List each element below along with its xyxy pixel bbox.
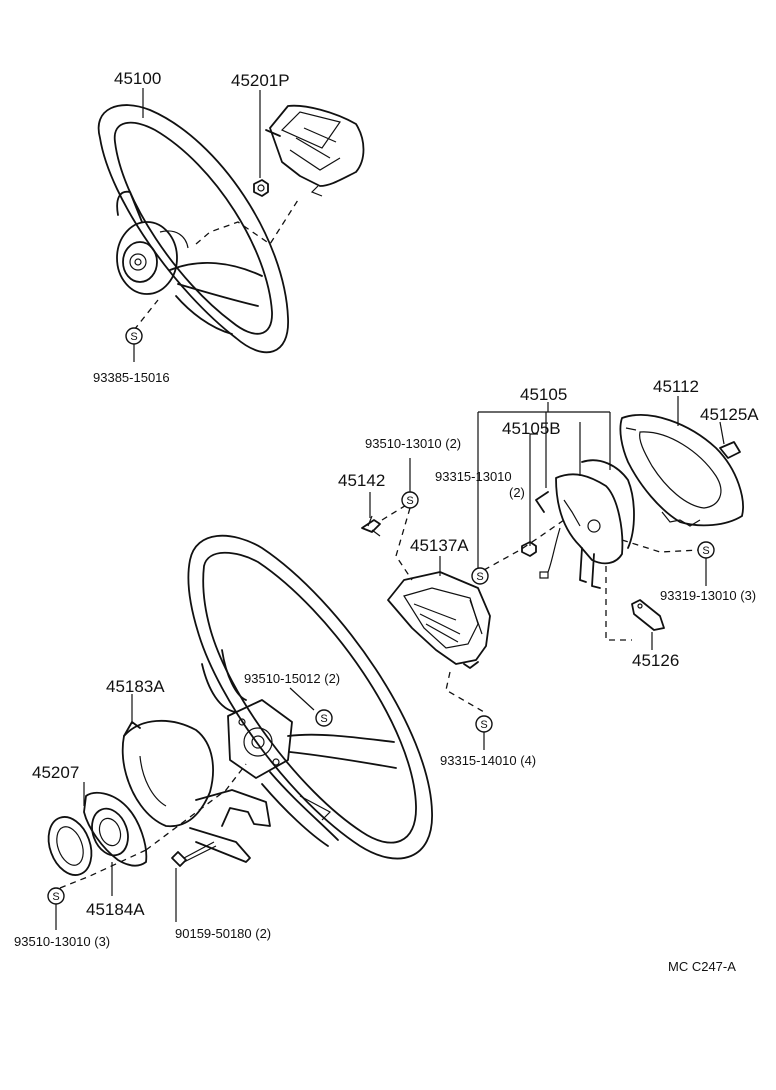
assembly-line	[395, 507, 413, 581]
nut-45105B	[521, 541, 537, 557]
standard-part-symbol: S	[47, 887, 65, 905]
label-45100: 45100	[114, 69, 161, 88]
assembly-line	[621, 539, 701, 553]
assembly-line	[59, 849, 147, 889]
figure-code: MC C247-A	[668, 959, 736, 974]
assembly-line	[195, 199, 299, 245]
label-93510-15012-2: 93510-15012 (2)	[244, 671, 340, 686]
label-93385-15016: 93385-15016	[93, 370, 170, 385]
svg-text:S: S	[52, 891, 59, 903]
standard-part-symbol: S	[315, 709, 333, 727]
part-45142	[361, 515, 381, 537]
assembly-line	[133, 299, 159, 331]
nut-45201P	[253, 179, 269, 197]
label-45126: 45126	[632, 651, 679, 670]
standard-part-symbol: S	[471, 567, 489, 585]
screw-90159	[171, 841, 217, 867]
steering-wheel-upper	[97, 104, 289, 354]
standard-part-symbol: S	[475, 715, 493, 733]
horn-pad-45137A	[387, 571, 491, 669]
emblem-45125A	[719, 441, 741, 459]
ring-45207	[47, 816, 93, 876]
assembly-line	[483, 519, 565, 571]
horn-pad-45201P	[265, 104, 365, 197]
label-45125A: 45125A	[700, 405, 759, 424]
label-93510-13010-3: 93510-13010 (3)	[14, 934, 110, 949]
label-45142: 45142	[338, 471, 385, 490]
label-93319-13010-3: 93319-13010 (3)	[660, 588, 756, 603]
cover-45112	[619, 414, 744, 527]
svg-text:S: S	[320, 713, 327, 725]
label-45207: 45207	[32, 763, 79, 782]
standard-part-symbol: S	[697, 541, 715, 559]
label-45183A: 45183A	[106, 677, 165, 696]
svg-text:S: S	[702, 545, 709, 557]
label-93315-14010-4: 93315-14010 (4)	[440, 753, 536, 768]
plate-45105	[535, 459, 635, 589]
assembly-line	[445, 671, 485, 713]
assembly-line	[605, 566, 632, 641]
label-45137A: 45137A	[410, 536, 469, 555]
standard-part-symbol: S	[125, 327, 143, 345]
svg-text:S: S	[406, 495, 413, 507]
label-45105B: 45105B	[502, 419, 561, 438]
assembly-line	[381, 503, 409, 521]
svg-text:S: S	[130, 331, 137, 343]
clip-45126	[631, 599, 665, 631]
label-45184A: 45184A	[86, 900, 145, 919]
label-93510-13010-2: 93510-13010 (2)	[365, 436, 461, 451]
steering-wheel-lower	[187, 534, 433, 860]
label-93315-13010: 93315-13010	[435, 469, 512, 484]
combination-switch-45184A	[83, 791, 148, 867]
svg-text:S: S	[476, 571, 483, 583]
label-90159-50180-2: 90159-50180 (2)	[175, 926, 271, 941]
label-45112: 45112	[653, 377, 699, 396]
label-45105: 45105	[520, 385, 567, 404]
svg-text:S: S	[480, 719, 487, 731]
label-45201P: 45201P	[231, 71, 290, 90]
label-93315-13010-qty: (2)	[509, 485, 525, 500]
standard-part-symbol: S	[401, 491, 419, 509]
part-labels: 45100 45201P 93385-15016 45105 45112 451…	[14, 69, 759, 974]
assembly-line	[145, 763, 247, 851]
